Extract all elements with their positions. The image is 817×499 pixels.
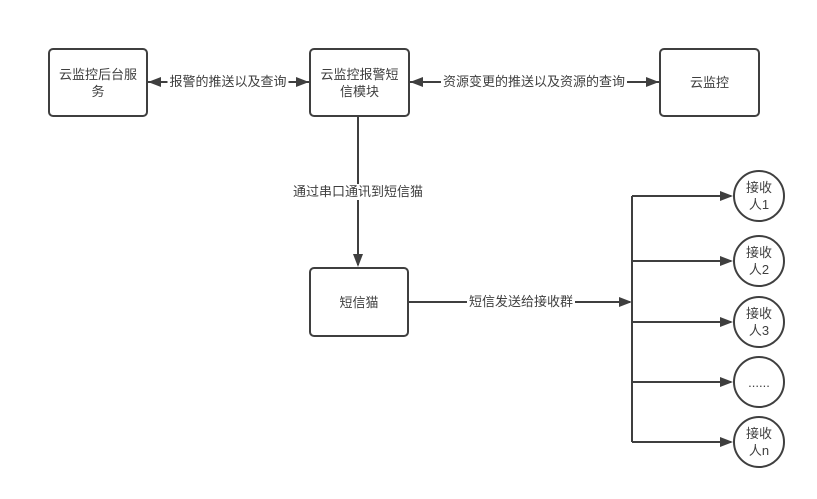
edge-resource-arrow-left-icon [410, 77, 423, 87]
edge-branch-4-arrow-icon [720, 377, 733, 387]
edge-branch-3-arrow-icon [720, 317, 733, 327]
node-sms-module: 云监控报警短信模块 [309, 48, 410, 117]
node-recipient-2: 接收人2 [733, 235, 785, 287]
edge-resource-arrow-right-icon [646, 77, 659, 87]
node-recipient-n: 接收人n [733, 416, 785, 468]
node-recipient-2-label: 接收人2 [745, 245, 772, 277]
node-recipient-ellipsis: ...... [733, 356, 785, 408]
node-recipient-3: 接收人3 [733, 296, 785, 348]
node-sms-modem-label: 短信猫 [339, 294, 379, 310]
edge-branch-1-arrow-icon [720, 191, 733, 201]
edge-alarm-arrow-right-icon [296, 77, 309, 87]
edge-label-send-group: 短信发送给接收群 [466, 294, 576, 310]
edge-label-alarm: 报警的推送以及查询 [167, 74, 289, 90]
node-recipient-ellipsis-label: ...... [748, 374, 770, 390]
edge-serial-arrow-down-icon [353, 254, 363, 267]
edge-branch-2-arrow-icon [720, 256, 733, 266]
node-backend-service-label: 云监控后台服务 [58, 66, 137, 99]
node-sms-module-label: 云监控报警短信模块 [320, 66, 399, 99]
node-sms-modem: 短信猫 [309, 267, 409, 337]
edge-send-arrow-right-icon [619, 297, 632, 307]
node-recipient-1: 接收人1 [733, 170, 785, 222]
node-recipient-1-label: 接收人1 [745, 180, 772, 212]
edge-alarm-arrow-left-icon [148, 77, 161, 87]
edge-label-resource: 资源变更的推送以及资源的查询 [440, 74, 628, 90]
node-cloud-monitor: 云监控 [659, 48, 760, 117]
node-cloud-monitor-label: 云监控 [689, 75, 729, 90]
node-recipient-3-label: 接收人3 [745, 306, 772, 338]
node-recipient-n-label: 接收人n [745, 426, 772, 458]
node-backend-service: 云监控后台服务 [48, 48, 148, 117]
edge-branch-5-arrow-icon [720, 437, 733, 447]
edge-label-serial: 通过串口通讯到短信猫 [290, 184, 426, 200]
